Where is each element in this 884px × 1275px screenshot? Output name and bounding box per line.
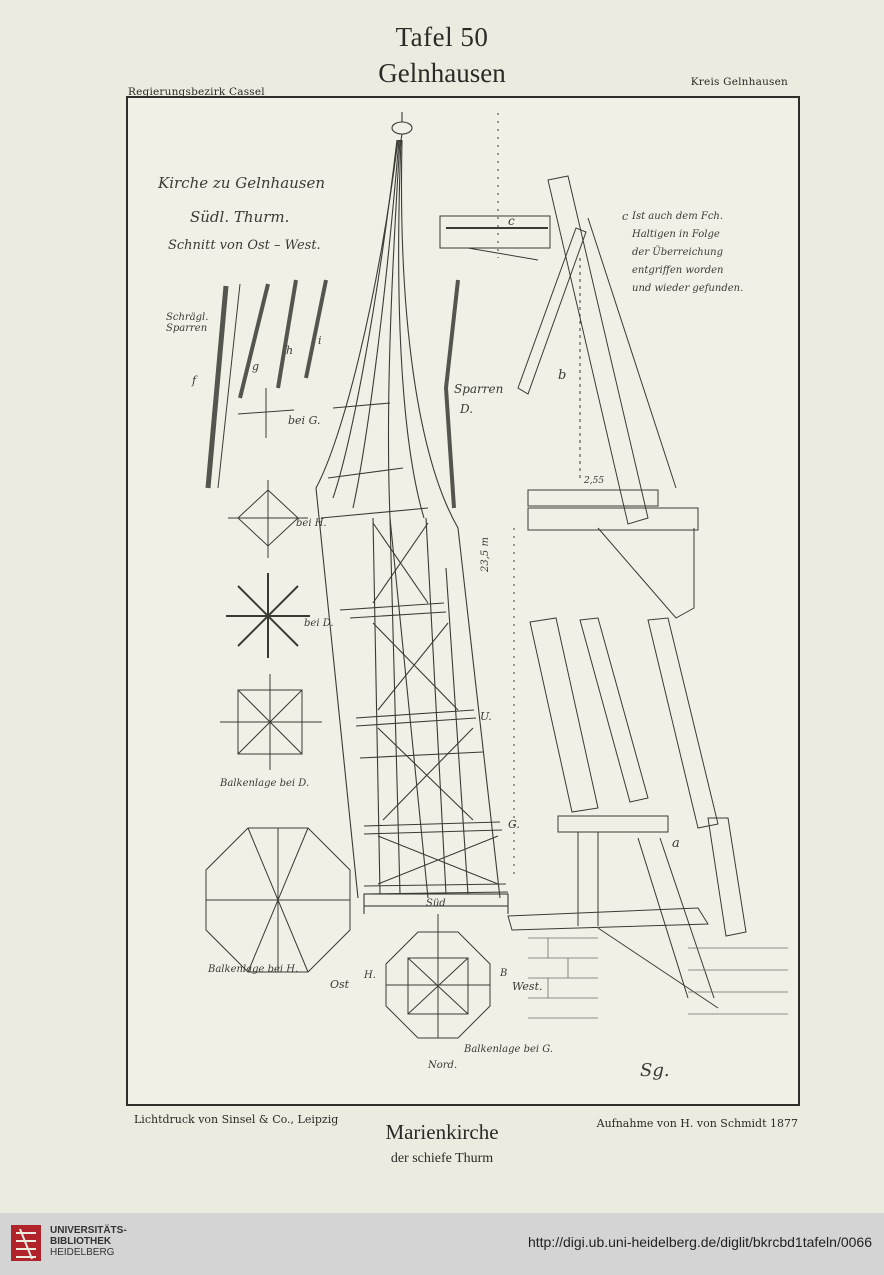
region-right: Kreis Gelnhausen (690, 76, 788, 88)
plate-caption-title: Marienkirche (385, 1120, 499, 1144)
printer-credit: Lichtdruck von Sinsel & Co., Leipzig (134, 1113, 339, 1126)
tower-section-drawing (205, 112, 788, 1039)
library-name-line: HEIDELBERG (50, 1247, 115, 1258)
drawing-title-line-2: Südl. Thurm. (190, 208, 290, 226)
rafter-details (205, 215, 551, 509)
label-sparren-left: Schrägl. Sparren (166, 312, 209, 334)
label-d-rafter: D. (460, 402, 474, 416)
caption-balkenlage-g: Balkenlage bei G. (464, 1044, 554, 1055)
label-u: U. (480, 710, 492, 723)
label-c-beam: c (508, 214, 515, 228)
library-name[interactable]: UNIVERSITÄTS- BIBLIOTHEK HEIDELBERG (50, 1225, 127, 1258)
label-g: g (252, 360, 260, 373)
university-library-logo-icon[interactable] (10, 1219, 42, 1267)
drawing-title-line-3: Schnitt von Ost – West. (168, 238, 321, 253)
plate-page: Tafel 50 Gelnhausen Regierungsbezirk Cas… (126, 22, 800, 1166)
survey-credit: Aufnahme von H. von Schmidt 1877 (596, 1117, 798, 1130)
label-a: a (672, 836, 680, 851)
label-b-marker: B (500, 968, 508, 979)
plate-number: Tafel 50 (395, 22, 489, 52)
place-title: Gelnhausen (378, 58, 506, 88)
caption-balkenlage-h: Balkenlage bei H. (208, 964, 299, 975)
label-sud: Süd (426, 898, 446, 909)
label-dimension-small: 2,55 (584, 476, 605, 486)
label-h-marker: H. (364, 970, 376, 981)
label-ost: Ost (330, 978, 350, 991)
label-west: West. (512, 980, 543, 993)
right-details (507, 175, 788, 1019)
signature-monogram: Sg. (640, 1060, 670, 1081)
label-h: h (286, 344, 294, 357)
label-c-note: c (622, 210, 629, 223)
label-b: b (558, 368, 567, 383)
spire-section (315, 112, 509, 914)
label-dimension-height: 23,5 m (480, 537, 491, 572)
note-line: Haltigen in Folge (632, 229, 720, 240)
note-line: und wieder gefunden. (632, 283, 744, 294)
library-name-line: BIBLIOTHEK (50, 1236, 112, 1247)
permalink-url[interactable]: http://digi.ub.uni-heidelberg.de/diglit/… (527, 1234, 872, 1250)
label-bei-g: bei G. (288, 414, 321, 427)
note-line: entgriffen worden (632, 265, 724, 276)
label-f: f (192, 374, 197, 387)
drawing-title-line-1: Kirche zu Gelnhausen (158, 174, 326, 192)
plate-caption-subtitle: der schiefe Thurm (390, 1151, 494, 1166)
caption-balkenlage-d: Balkenlage bei D. (220, 778, 310, 789)
library-name-line: UNIVERSITÄTS- (50, 1225, 127, 1236)
drawing-frame: Kirche zu Gelnhausen Südl. Thurm. Schnit… (126, 96, 800, 1106)
region-left: Regierungsbezirk Cassel (128, 86, 265, 98)
label-nord: Nord. (428, 1060, 458, 1071)
label-sparren-d: Sparren (454, 382, 504, 396)
note-line: der Überreichung (632, 247, 724, 258)
library-footer-bar: UNIVERSITÄTS- BIBLIOTHEK HEIDELBERG http… (0, 1213, 884, 1275)
label-i: i (318, 334, 322, 347)
label-bei-d: bei D. (304, 618, 334, 629)
note-line: Ist auch dem Fch. (632, 211, 724, 222)
label-big-g: G. (508, 818, 520, 831)
label-bei-h: bei H. (296, 518, 327, 529)
handwritten-note: Ist auch dem Fch. Haltigen in Folge der … (632, 208, 743, 298)
plan-details (205, 480, 491, 1039)
